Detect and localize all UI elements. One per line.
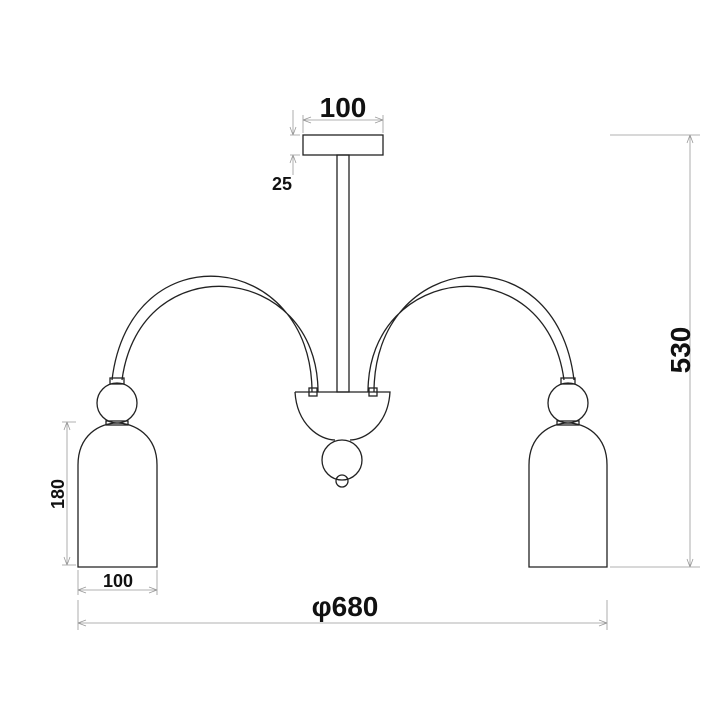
canopy-width-label: 100: [320, 92, 367, 123]
right-arm: [367, 275, 575, 393]
left-shade-collar: [105, 420, 129, 426]
canopy-height-label: 25: [272, 174, 292, 194]
fixture: [77, 134, 608, 568]
center-bowl: [294, 391, 391, 441]
right-shade-collar: [556, 420, 580, 426]
dimension-lines: [62, 110, 700, 630]
total-diameter-label: φ680: [312, 591, 379, 622]
right-joint: [368, 387, 378, 397]
left-arm: [111, 275, 319, 393]
shade-height-label: 180: [48, 479, 68, 509]
shade-width-label: 100: [103, 571, 133, 591]
left-ball: [96, 382, 138, 424]
right-shade: [528, 422, 608, 568]
left-joint: [308, 387, 318, 397]
finial: [335, 474, 349, 488]
canopy: [302, 134, 384, 156]
center-ball: [321, 439, 363, 481]
total-height-label: 530: [665, 327, 696, 374]
right-ball: [547, 382, 589, 424]
stem: [336, 154, 350, 393]
left-shade: [77, 422, 158, 568]
right-ball-cap: [560, 377, 576, 385]
left-ball-cap: [109, 377, 125, 385]
